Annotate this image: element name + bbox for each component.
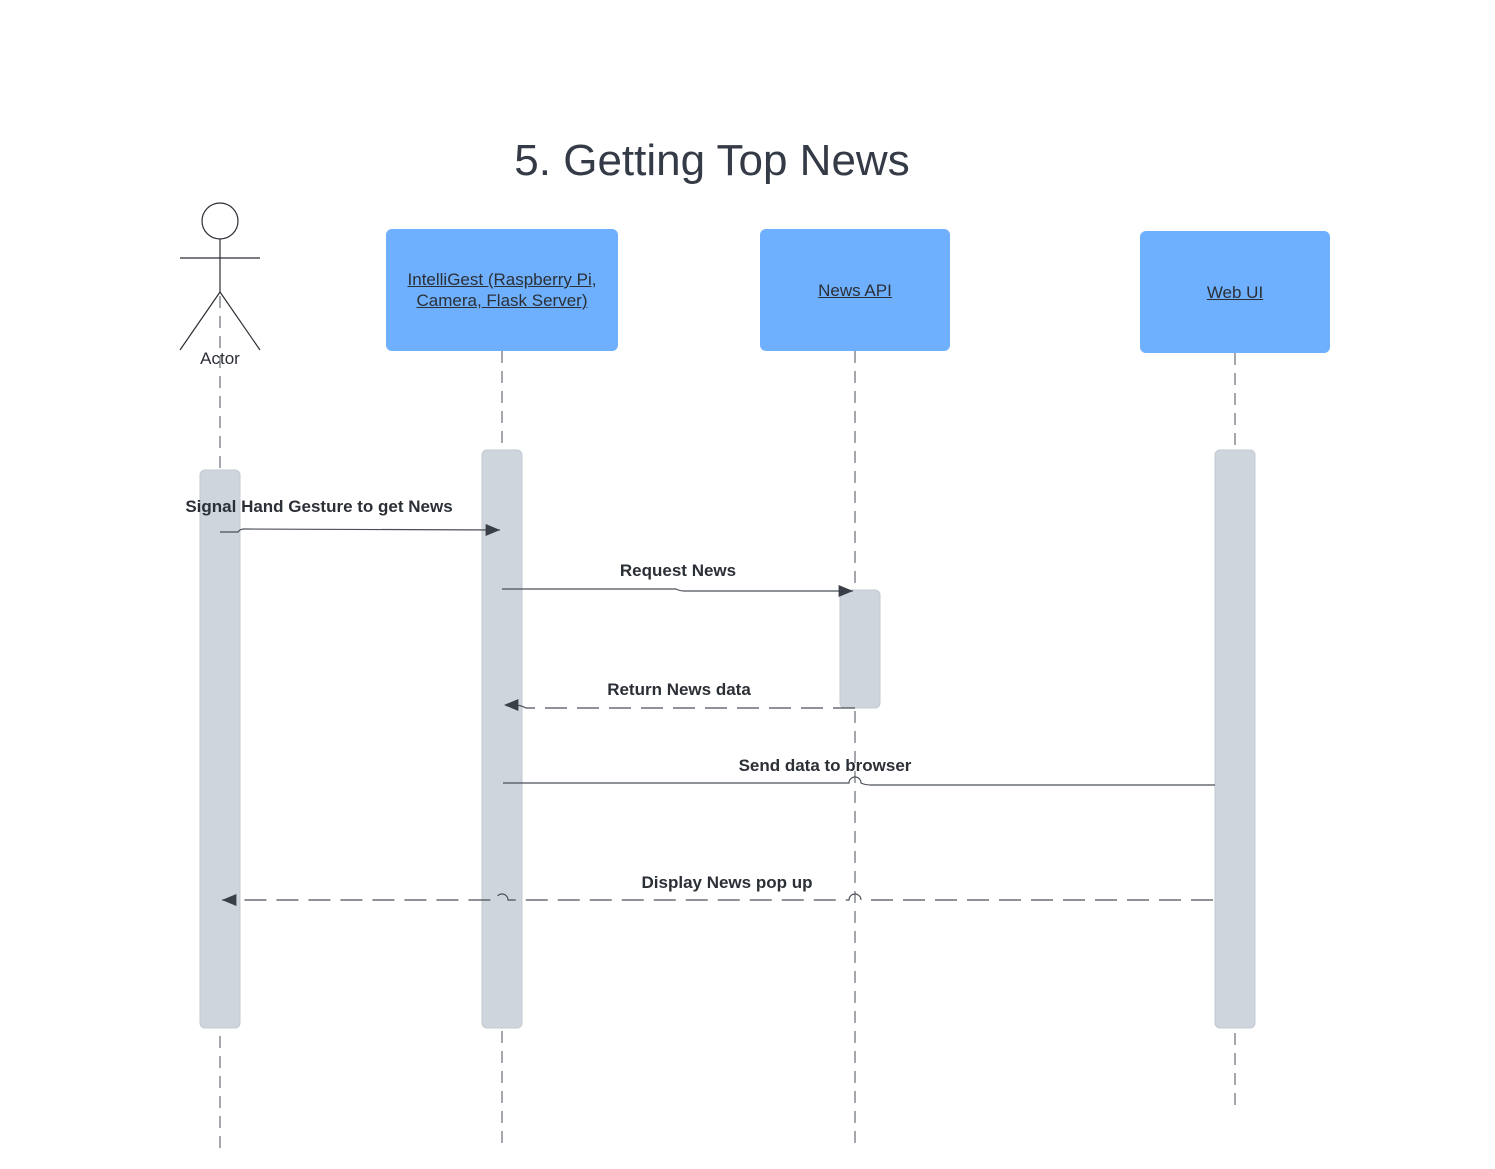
lifelines xyxy=(219,296,1236,1150)
message-4-label: Send data to browser xyxy=(738,756,912,775)
diagram-title: 5. Getting Top News xyxy=(514,136,910,185)
message-arrows xyxy=(220,523,1215,906)
message-1-arrow xyxy=(220,523,501,536)
actor-activation-bar xyxy=(199,469,241,1029)
actor-right-leg xyxy=(219,291,261,351)
actor-left-leg xyxy=(179,291,221,351)
message-3-arrow xyxy=(504,699,855,711)
actor-head xyxy=(201,202,239,240)
message-2-arrow xyxy=(502,585,853,597)
message-1-label: Signal Hand Gesture to get News xyxy=(185,497,453,516)
participant-web-ui: Web UI xyxy=(1140,231,1330,353)
newsapi-activation-bar xyxy=(839,589,881,709)
participant-intelligest-label-line1: IntelliGest (Raspberry Pi, xyxy=(407,270,597,289)
participant-intelligest: IntelliGest (Raspberry Pi, Camera, Flask… xyxy=(386,229,618,351)
intelligest-activation-bar xyxy=(481,449,523,1029)
participant-intelligest-label-line2: Camera, Flask Server) xyxy=(416,291,588,310)
participant-intelligest-label: IntelliGest (Raspberry Pi, Camera, Flask… xyxy=(408,269,597,311)
actor-label: Actor xyxy=(200,349,240,368)
participant-news-api-label: News API xyxy=(818,280,892,300)
webui-activation-bar xyxy=(1214,449,1256,1029)
participant-news-api: News API xyxy=(760,229,950,351)
message-5-arrow xyxy=(221,893,1213,906)
activation-bars xyxy=(199,449,1256,1029)
message-4-line xyxy=(503,776,1215,786)
actor-figure xyxy=(179,202,261,351)
message-3-label: Return News data xyxy=(607,680,751,699)
message-2-label: Request News xyxy=(619,561,737,580)
participant-web-ui-label: Web UI xyxy=(1206,282,1264,302)
message-5-label: Display News pop up xyxy=(641,873,813,892)
